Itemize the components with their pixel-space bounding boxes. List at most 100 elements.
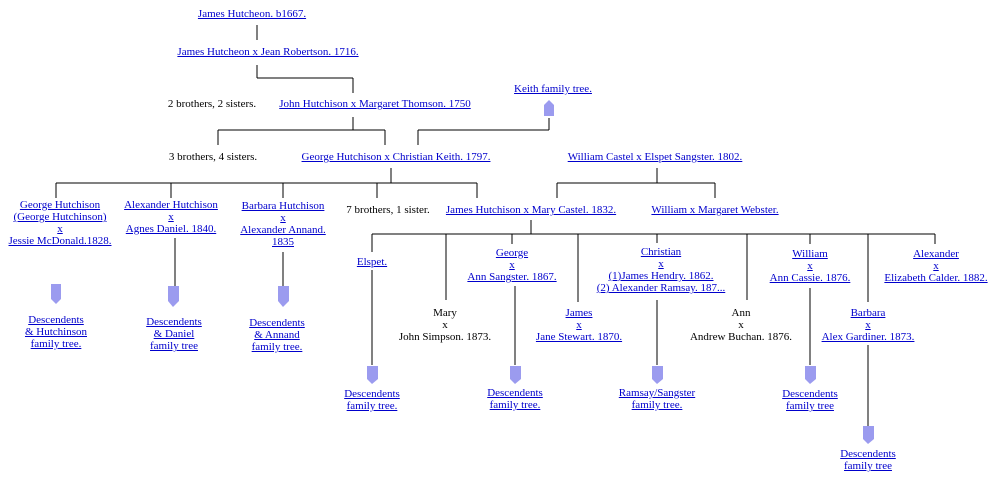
node-text-line: x [442, 319, 448, 331]
node-text-line: x [168, 211, 174, 223]
node-text-line: family tree. [251, 341, 303, 353]
node-text-line: Elizabeth Calder. 1882. [884, 272, 988, 284]
node-john-hutchison-margaret-thomson[interactable]: John Hutchison x Margaret Thomson. 1750 [279, 98, 470, 110]
node-text-line: Andrew Buchan. 1876. [689, 331, 793, 343]
node-text-line: x [509, 259, 515, 271]
note-2-brothers-2-sisters: 2 brothers, 2 sisters. [168, 98, 256, 110]
node-text-line: & Daniel [153, 328, 195, 340]
note-7-brothers-1-sister: 7 brothers, 1 sister. [346, 204, 429, 216]
tree-arrows [51, 100, 874, 444]
node-text-line: family tree [150, 340, 198, 352]
node-text-line: Keith family tree. [514, 83, 592, 95]
node-text-line: family tree [844, 460, 892, 472]
node-text-line: Ann Cassie. 1876. [769, 272, 851, 284]
node-text-line: (1)James Hendry. 1862. [608, 270, 714, 282]
node-text-line: 1835 [272, 236, 294, 248]
node-text-line: 7 brothers, 1 sister. [346, 204, 430, 216]
node-text-line: (George Hutchinson) [13, 211, 107, 223]
node-text-line: Christian [640, 246, 682, 258]
node-text-line: x [865, 319, 871, 331]
node-text-line: Alex Gardiner. 1873. [821, 331, 915, 343]
node-elspet[interactable]: Elspet. [357, 256, 387, 268]
node-text-line: George [495, 247, 529, 259]
node-text-line: x [57, 223, 63, 235]
node-text-line: & Annand [254, 329, 300, 341]
node-text-line: family tree. [631, 399, 683, 411]
node-text-line: x [738, 319, 744, 331]
node-text-line: James Hutchison x Mary Castel. 1832. [445, 204, 617, 216]
node-text-line: William Castel x Elspet Sangster. 1802. [567, 151, 743, 163]
node-text-line: Descendents [344, 388, 400, 400]
arrow-up-icon[interactable] [544, 100, 554, 116]
node-text-line: x [658, 258, 664, 270]
arrow-down-icon[interactable] [510, 366, 521, 384]
node-text-line: Barbara [850, 307, 886, 319]
node-text-line: Descendents [782, 388, 838, 400]
node-text-line: Descendents [28, 314, 84, 326]
node-text-line: George Hutchison x Christian Keith. 1797… [301, 151, 491, 163]
node-text-line: family tree. [489, 399, 541, 411]
node-george-hutchison-christian-keith[interactable]: George Hutchison x Christian Keith. 1797… [302, 151, 491, 163]
arrow-down-icon[interactable] [51, 284, 61, 304]
node-text-line: & Hutchinson [24, 326, 88, 338]
node-text-line: 3 brothers, 4 sisters. [168, 151, 258, 163]
node-james-hutcheon-1667[interactable]: James Hutcheon. b1667. [198, 8, 306, 20]
node-james-hutchison-mary-castel[interactable]: James Hutchison x Mary Castel. 1832. [446, 204, 616, 216]
node-text-line: Jessie McDonald.1828. [8, 235, 112, 247]
node-text-line: Alexander [913, 248, 959, 260]
node-text-line: James Hutcheon. b1667. [197, 8, 307, 20]
node-text-line: Alexander Annand. [240, 224, 326, 236]
node-text-line: Mary [433, 307, 457, 319]
node-text-line: Ramsay/Sangster [618, 387, 696, 399]
node-james-hutcheon-jean-robertson[interactable]: James Hutcheon x Jean Robertson. 1716. [177, 46, 358, 58]
node-text-line: Descendents [249, 317, 305, 329]
node-text-line: 2 brothers, 2 sisters. [167, 98, 257, 110]
node-text-line: (2) Alexander Ramsay. 187... [596, 282, 726, 294]
node-text-line: Elspet. [356, 256, 388, 268]
link-keith-family-tree[interactable]: Keith family tree. [514, 83, 592, 95]
node-text-line: Descendents [840, 448, 896, 460]
connector-lines [55, 25, 936, 426]
node-text-line: x [807, 260, 813, 272]
arrow-down-icon[interactable] [278, 286, 289, 307]
node-text-line: x [280, 212, 286, 224]
arrow-down-icon[interactable] [168, 286, 179, 307]
node-text-line: Descendents [146, 316, 202, 328]
node-text-line: James Hutcheon x Jean Robertson. 1716. [177, 46, 359, 58]
node-william-castel-elspet-sangster[interactable]: William Castel x Elspet Sangster. 1802. [568, 151, 743, 163]
node-text-line: Alexander Hutchison [124, 199, 218, 211]
node-text-line: William [792, 248, 828, 260]
note-3-brothers-4-sisters: 3 brothers, 4 sisters. [169, 151, 257, 163]
node-text-line: George Hutchison [19, 199, 101, 211]
node-text-line: family tree. [30, 338, 82, 350]
node-text-line: John Hutchison x Margaret Thomson. 1750 [279, 98, 471, 110]
node-text-line: James [565, 307, 593, 319]
arrow-down-icon[interactable] [863, 426, 874, 444]
node-william-margaret-webster[interactable]: William x Margaret Webster. [651, 204, 778, 216]
arrow-down-icon[interactable] [367, 366, 378, 384]
arrow-down-icon[interactable] [652, 366, 663, 384]
node-text-line: family tree. [346, 400, 398, 412]
arrow-down-icon[interactable] [805, 366, 816, 384]
node-text-line: Ann Sangster. 1867. [467, 271, 557, 283]
node-text-line: family tree [786, 400, 834, 412]
